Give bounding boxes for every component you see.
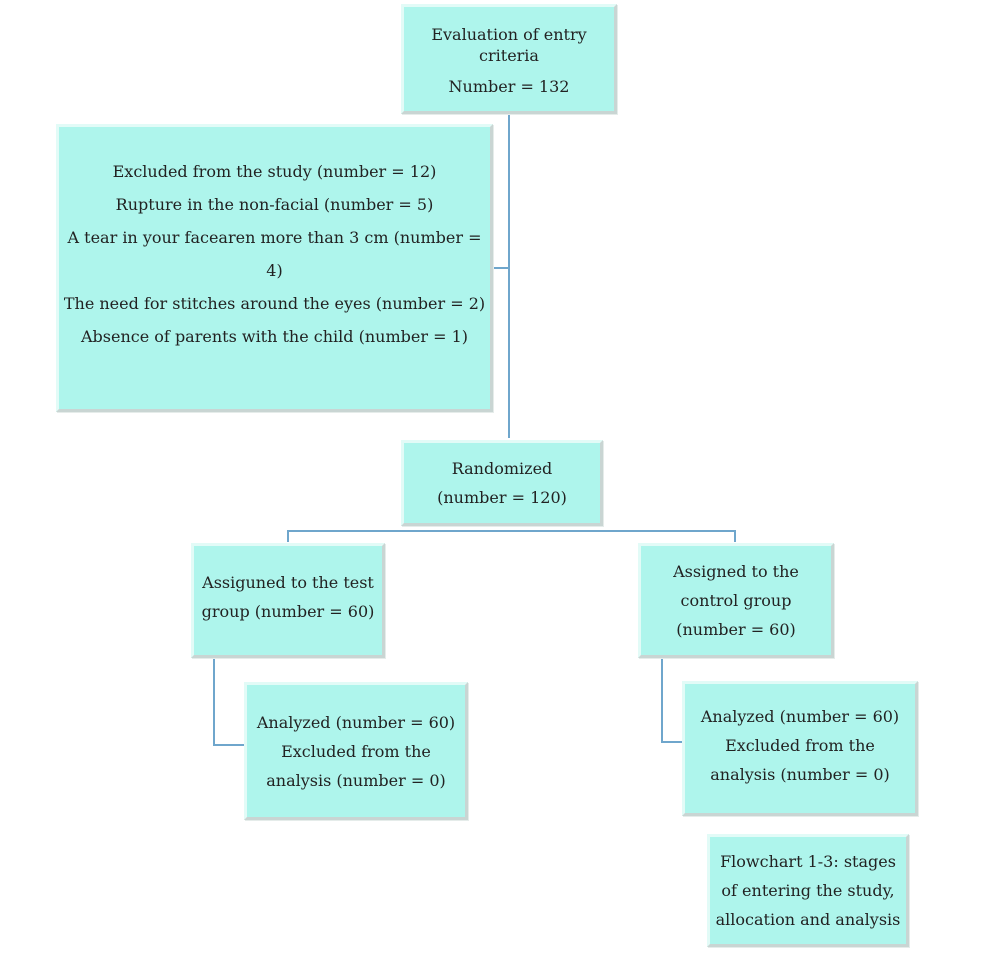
control-analysis-box: Analyzed (number = 60) Excluded from the…: [682, 681, 918, 816]
control-excluded-line-1: Excluded from the: [725, 736, 875, 755]
control-analysis-connector: [661, 656, 682, 743]
test-group-line-1: Assiguned to the test: [202, 572, 374, 592]
control-group-line-2: control group: [680, 591, 792, 610]
test-analysis-box: Analyzed (number = 60) Excluded from the…: [244, 682, 468, 820]
entry-criteria-line-2: criteria: [479, 45, 539, 65]
test-analysis-connector: [213, 656, 244, 746]
control-excluded-line-2: analysis (number = 0): [710, 765, 890, 784]
test-excluded-line-1: Excluded from the: [281, 741, 431, 761]
excluded-reason-3: The need for stitches around the eyes (n…: [63, 294, 486, 313]
test-analyzed-count: Analyzed (number = 60): [256, 712, 456, 732]
excluded-reason-1: Rupture in the non-facial (number = 5): [115, 195, 434, 214]
randomization-split-connector: [287, 530, 736, 542]
caption-line-1: Flowchart 1-3: stages: [720, 852, 896, 871]
excluded-total: Excluded from the study (number = 12): [112, 162, 437, 181]
caption-line-2: of entering the study,: [721, 881, 895, 900]
entry-criteria-line-1: Evaluation of entry: [431, 24, 587, 44]
control-analyzed-count: Analyzed (number = 60): [700, 707, 900, 726]
flowchart-caption-box: Flowchart 1-3: stages of entering the st…: [707, 834, 909, 947]
excluded-box: Excluded from the study (number = 12) Ru…: [56, 124, 493, 412]
randomized-label: Randomized: [451, 459, 553, 478]
entry-criteria-box: Evaluation of entry criteria Number = 13…: [401, 4, 617, 114]
entry-criteria-count: Number = 132: [448, 76, 570, 96]
caption-line-3: allocation and analysis: [715, 910, 901, 929]
excluded-reason-2: A tear in your facearen more than 3 cm (…: [67, 228, 482, 280]
control-group-line-3: (number = 60): [676, 620, 796, 639]
excluded-reason-4: Absence of parents with the child (numbe…: [81, 327, 468, 346]
test-group-line-2: group (number = 60): [201, 601, 375, 621]
control-group-box: Assigned to the control group (number = …: [638, 543, 834, 658]
test-group-box: Assiguned to the test group (number = 60…: [191, 543, 385, 658]
test-excluded-line-2: analysis (number = 0): [266, 770, 446, 790]
randomized-box: Randomized (number = 120): [401, 440, 603, 526]
randomized-count: (number = 120): [437, 488, 567, 507]
control-group-line-1: Assigned to the: [673, 562, 799, 581]
